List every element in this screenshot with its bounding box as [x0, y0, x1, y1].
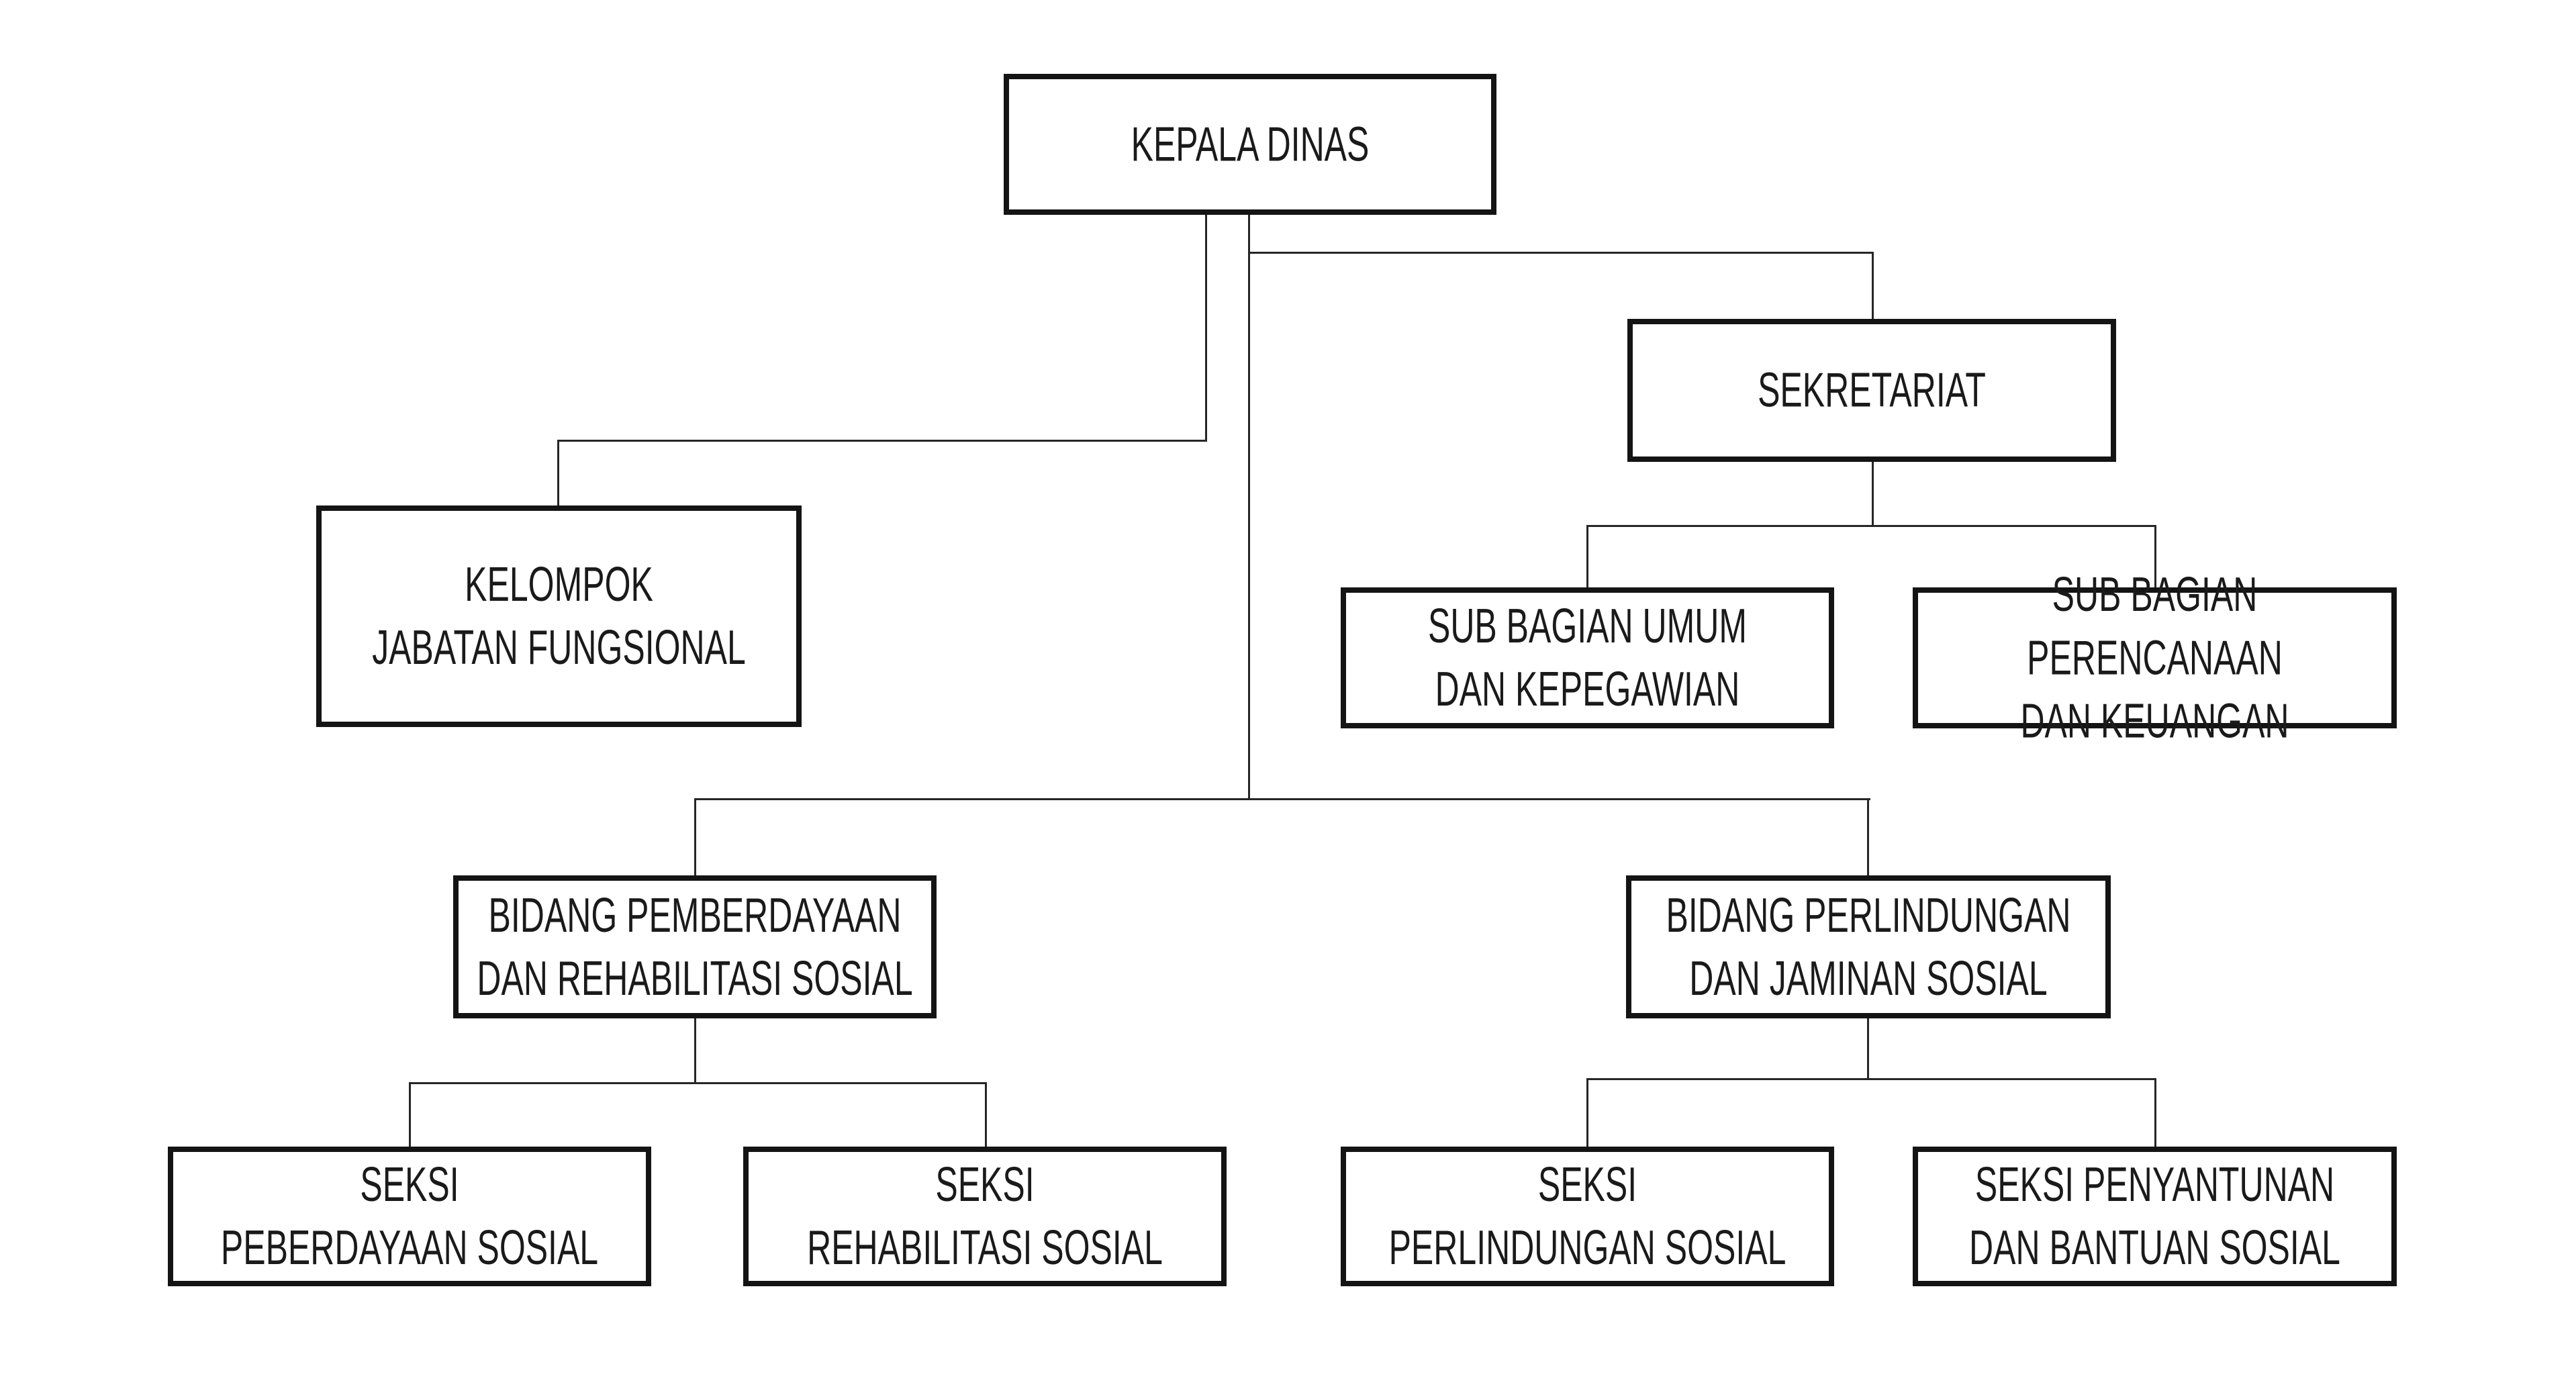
- org-node-sekretariat: SEKRETARIAT: [1627, 319, 2116, 462]
- org-node-kelompok-jabatan-fungsional: KELOMPOK JABATAN FUNGSIONAL: [316, 505, 802, 727]
- connector-seksi-splitter-right: [1586, 1078, 2156, 1080]
- org-node-bidang-pemberdayaan-label: BIDANG PEMBERDAYAAN DAN REHABILITASI SOS…: [477, 887, 913, 1006]
- connector-subbagian-perencanaan-drop: [2154, 525, 2156, 587]
- org-node-seksi-peberdayaan-label: SEKSI PEBERDAYAAN SOSIAL: [220, 1157, 599, 1275]
- org-node-seksi-rehabilitasi-label: SEKSI REHABILITASI SOSIAL: [807, 1157, 1163, 1275]
- org-node-bidang-pemberdayaan: BIDANG PEMBERDAYAAN DAN REHABILITASI SOS…: [453, 875, 937, 1018]
- org-node-sub-bagian-perencanaan-label: SUB BAGIAN PERENCANAAN DAN KEUANGAN: [2020, 567, 2289, 749]
- org-node-seksi-penyantunan-label: SEKSI PENYANTUNAN DAN BANTUAN SOSIAL: [1969, 1157, 2340, 1275]
- org-node-kepala-dinas-label: KEPALA DINAS: [1131, 116, 1370, 171]
- org-node-seksi-penyantunan: SEKSI PENYANTUNAN DAN BANTUAN SOSIAL: [1913, 1147, 2397, 1286]
- org-node-kepala-dinas: KEPALA DINAS: [1004, 74, 1496, 215]
- org-node-bidang-perlindungan: BIDANG PERLINDUNGAN DAN JAMINAN SOSIAL: [1626, 875, 2111, 1018]
- connector-subbagian-splitter: [1586, 525, 2156, 527]
- connector-kepala-kelompok-v2: [557, 440, 559, 505]
- connector-pemberdayaan-drop: [694, 1018, 696, 1084]
- connector-seksi-penyantunan-drop: [2154, 1078, 2156, 1147]
- connector-kepala-bidang-trunk: [1248, 215, 1250, 800]
- connector-subbagian-umum-drop: [1586, 525, 1588, 587]
- org-node-sekretariat-label: SEKRETARIAT: [1758, 363, 1986, 418]
- org-node-sub-bagian-perencanaan: SUB BAGIAN PERENCANAAN DAN KEUANGAN: [1913, 567, 2397, 748]
- connector-seksi-splitter-left: [409, 1082, 987, 1084]
- connector-kepala-kelompok-v1: [1205, 215, 1207, 442]
- connector-sekretariat-drop: [1872, 462, 1874, 527]
- org-node-sub-bagian-umum: SUB BAGIAN UMUM DAN KEPEGAWIAN: [1341, 587, 1834, 728]
- connector-seksi-rehabilitasi-drop: [985, 1082, 987, 1147]
- org-node-kelompok-jabatan-fungsional-label: KELOMPOK JABATAN FUNGSIONAL: [372, 557, 746, 675]
- org-node-sub-bagian-umum-label: SUB BAGIAN UMUM DAN KEPEGAWIAN: [1427, 598, 1748, 716]
- connector-perlindungan-drop: [1867, 1018, 1869, 1080]
- connector-bidang-perlindungan-drop: [1867, 798, 1869, 875]
- connector-bidang-pemberdayaan-drop: [694, 798, 696, 875]
- org-node-seksi-rehabilitasi: SEKSI REHABILITASI SOSIAL: [743, 1147, 1227, 1286]
- connector-bidang-splitter: [694, 798, 1870, 800]
- connector-seksi-peberdayaan-drop: [409, 1082, 411, 1147]
- connector-kepala-kelompok-h: [557, 440, 1207, 442]
- org-node-seksi-perlindungan-label: SEKSI PERLINDUNGAN SOSIAL: [1388, 1157, 1786, 1275]
- connector-kepala-sekretariat-h: [1248, 252, 1874, 254]
- org-node-bidang-perlindungan-label: BIDANG PERLINDUNGAN DAN JAMINAN SOSIAL: [1666, 887, 2071, 1006]
- org-node-seksi-peberdayaan: SEKSI PEBERDAYAAN SOSIAL: [168, 1147, 651, 1286]
- connector-seksi-perlindungan-drop: [1586, 1078, 1588, 1147]
- org-node-seksi-perlindungan: SEKSI PERLINDUNGAN SOSIAL: [1341, 1147, 1834, 1286]
- connector-kepala-sekretariat-v: [1872, 252, 1874, 319]
